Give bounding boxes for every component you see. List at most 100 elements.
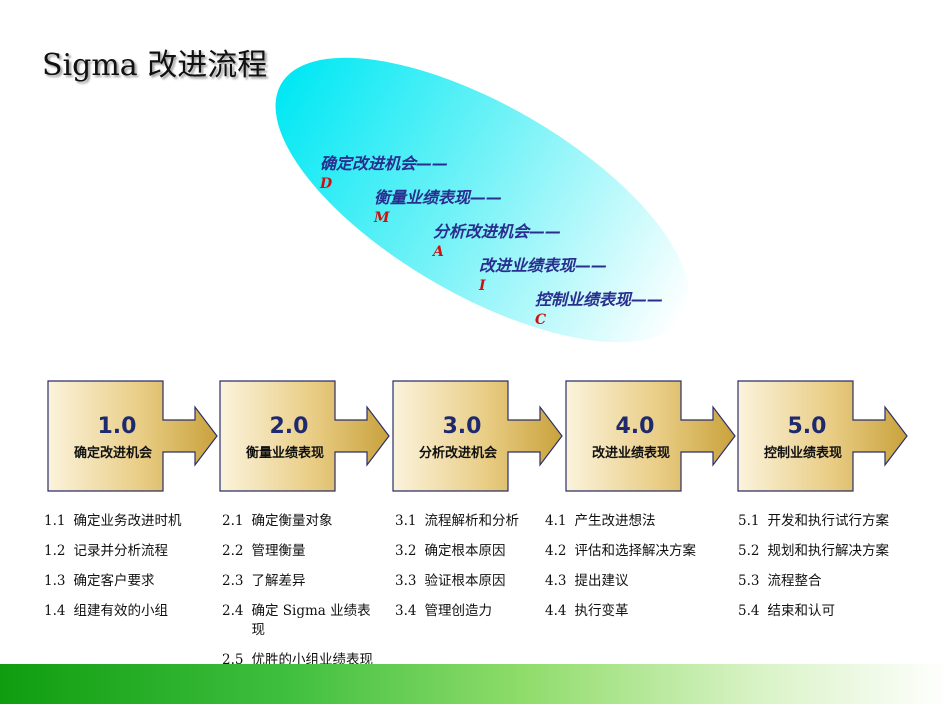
dmaic-letter: D xyxy=(320,176,333,192)
substep-number: 2.4 xyxy=(222,603,244,619)
substep-number: 5.1 xyxy=(738,513,760,529)
phase-name: 衡量业绩表现 xyxy=(245,446,324,461)
substep-text: 流程解析和分析 xyxy=(424,513,519,529)
substep-text: 验证根本原因 xyxy=(424,573,506,589)
phase-arrow-shape xyxy=(392,380,563,492)
substep-text: 确定衡量对象 xyxy=(251,513,333,529)
phase-number: 2.0 xyxy=(269,414,309,439)
dmaic-step-text: 控制业绩表现—— xyxy=(535,290,664,309)
substep-text: 管理创造力 xyxy=(424,603,492,619)
dmaic-letter: M xyxy=(374,210,390,226)
dmaic-letter: A xyxy=(433,244,444,260)
substep-text: 管理衡量 xyxy=(251,543,306,559)
phase-number: 4.0 xyxy=(615,414,655,439)
substep-item: 4.3 提出建议 xyxy=(545,572,730,591)
substep-number: 2.3 xyxy=(222,573,244,589)
substep-item: 4.1 产生改进想法 xyxy=(545,512,730,531)
substep-item: 4.2 评估和选择解决方案 xyxy=(545,542,730,561)
substeps-column-2: 2.1 确定衡量对象 2.2 管理衡量 2.3 了解差异 2.4 确定 Sigma 业绩… xyxy=(222,512,384,681)
phase-box-3: 3.0 分析改进机会 xyxy=(392,380,564,492)
substep-number: 5.4 xyxy=(738,603,760,619)
substep-number: 1.1 xyxy=(44,513,66,529)
substep-text: 结束和认可 xyxy=(767,603,835,619)
phase-number: 1.0 xyxy=(97,414,137,439)
phase-box-1: 1.0 确定改进机会 xyxy=(47,380,219,492)
substep-number: 4.2 xyxy=(545,543,567,559)
substep-item: 3.1 流程解析和分析 xyxy=(395,512,545,531)
substep-number: 4.4 xyxy=(545,603,567,619)
substep-item: 4.4 执行变革 xyxy=(545,602,730,621)
substeps-column-5: 5.1 开发和执行试行方案 5.2 规划和执行解决方案 5.3 流程整合 5.4 结束和… xyxy=(738,512,928,632)
substep-number: 2.1 xyxy=(222,513,244,529)
dmaic-step-improve: 改进业绩表现—— I xyxy=(479,252,607,294)
substep-item: 1.4 组建有效的小组 xyxy=(44,602,212,621)
substep-item: 2.2 管理衡量 xyxy=(222,542,384,561)
phase-name: 改进业绩表现 xyxy=(591,446,670,461)
phase-arrow-shape xyxy=(737,380,908,492)
dmaic-step-measure: 衡量业绩表现—— M xyxy=(374,184,502,226)
phase-name: 控制业绩表现 xyxy=(763,446,842,461)
substep-text: 评估和选择解决方案 xyxy=(574,543,696,559)
phase-name: 分析改进机会 xyxy=(418,446,497,461)
dmaic-step-analyze: 分析改进机会—— A xyxy=(433,218,561,260)
phase-box-2: 2.0 衡量业绩表现 xyxy=(219,380,391,492)
phase-box-5: 5.0 控制业绩表现 xyxy=(737,380,909,492)
dmaic-step-text: 确定改进机会—— xyxy=(320,154,449,173)
substep-item: 1.3 确定客户要求 xyxy=(44,572,212,591)
substep-text: 了解差异 xyxy=(251,573,306,589)
substep-text: 产生改进想法 xyxy=(574,513,656,529)
substep-number: 2.2 xyxy=(222,543,244,559)
substep-text: 规划和执行解决方案 xyxy=(767,543,889,559)
phase-number: 3.0 xyxy=(442,414,482,439)
substep-item: 2.1 确定衡量对象 xyxy=(222,512,384,531)
substep-item: 3.2 确定根本原因 xyxy=(395,542,545,561)
substep-text: 开发和执行试行方案 xyxy=(767,513,889,529)
phase-arrow-shape xyxy=(47,380,218,492)
substeps-column-4: 4.1 产生改进想法 4.2 评估和选择解决方案 4.3 提出建议 4.4 执行变革 xyxy=(545,512,730,632)
substep-number: 1.2 xyxy=(44,543,66,559)
substeps-column-3: 3.1 流程解析和分析 3.2 确定根本原因 3.3 验证根本原因 3.4 管理创造力 xyxy=(395,512,545,632)
footer-gradient-bar xyxy=(0,664,950,704)
substep-text: 确定业务改进时机 xyxy=(73,513,182,529)
substep-item: 5.4 结束和认可 xyxy=(738,602,928,621)
dmaic-step-text: 分析改进机会—— xyxy=(433,222,562,241)
phase-box-4: 4.0 改进业绩表现 xyxy=(565,380,737,492)
substep-number: 5.3 xyxy=(738,573,760,589)
substep-text: 确定根本原因 xyxy=(424,543,506,559)
dmaic-step-define: 确定改进机会—— D xyxy=(320,150,448,192)
substep-text: 执行变革 xyxy=(574,603,629,619)
substep-number: 3.3 xyxy=(395,573,417,589)
dmaic-letter: C xyxy=(535,312,547,328)
substep-text: 记录并分析流程 xyxy=(73,543,168,559)
substep-text: 组建有效的小组 xyxy=(73,603,168,619)
substep-text: 确定 Sigma 业绩表现 xyxy=(251,603,371,638)
phase-name: 确定改进机会 xyxy=(73,446,152,461)
dmaic-step-control: 控制业绩表现—— C xyxy=(535,286,663,328)
phase-number: 5.0 xyxy=(787,414,827,439)
phase-arrow-shape xyxy=(219,380,390,492)
substep-item: 5.3 流程整合 xyxy=(738,572,928,591)
substep-text: 流程整合 xyxy=(767,573,822,589)
substep-number: 3.4 xyxy=(395,603,417,619)
dmaic-letter: I xyxy=(479,278,486,294)
substep-item: 1.1 确定业务改进时机 xyxy=(44,512,212,531)
substep-item: 3.3 验证根本原因 xyxy=(395,572,545,591)
substep-number: 5.2 xyxy=(738,543,760,559)
page-title: Sigma 改进流程 xyxy=(42,48,268,83)
phase-arrow-shape xyxy=(565,380,736,492)
substep-number: 1.3 xyxy=(44,573,66,589)
substep-item: 5.1 开发和执行试行方案 xyxy=(738,512,928,531)
substep-number: 1.4 xyxy=(44,603,66,619)
substep-item: 1.2 记录并分析流程 xyxy=(44,542,212,561)
substeps-column-1: 1.1 确定业务改进时机 1.2 记录并分析流程 1.3 确定客户要求 1.4 组建有效… xyxy=(44,512,212,632)
dmaic-step-text: 衡量业绩表现—— xyxy=(374,188,503,207)
substep-item: 5.2 规划和执行解决方案 xyxy=(738,542,928,561)
substep-number: 3.2 xyxy=(395,543,417,559)
substep-number: 3.1 xyxy=(395,513,417,529)
substep-number: 4.1 xyxy=(545,513,567,529)
substep-text: 提出建议 xyxy=(574,573,629,589)
substep-number: 4.3 xyxy=(545,573,567,589)
substep-text: 确定客户要求 xyxy=(73,573,155,589)
substep-item: 2.3 了解差异 xyxy=(222,572,384,591)
